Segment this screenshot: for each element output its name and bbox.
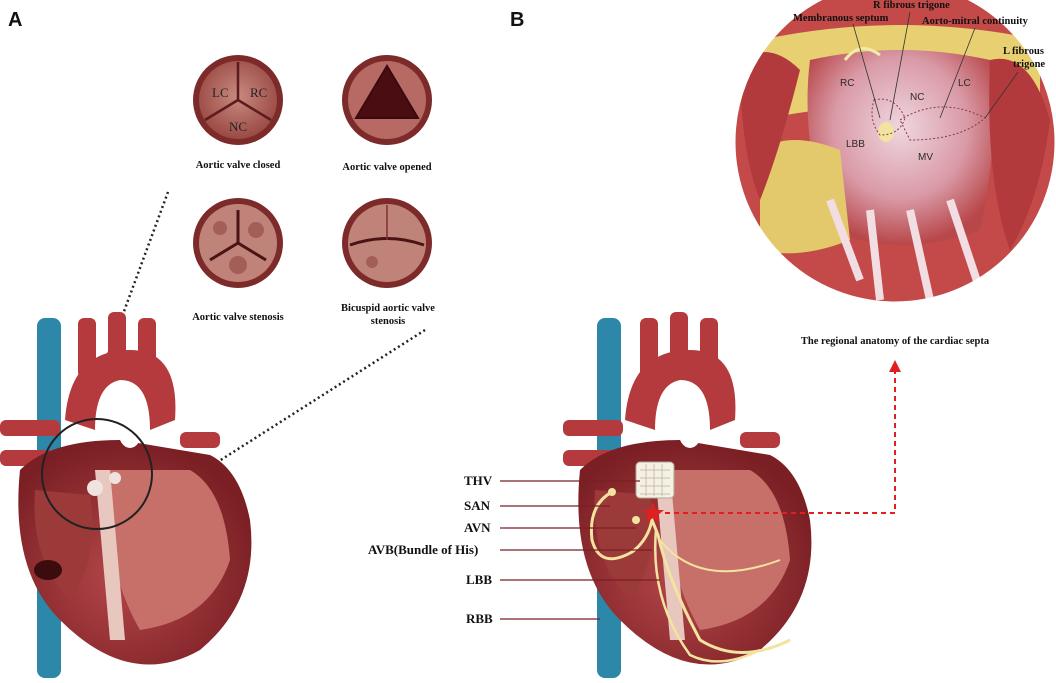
septa-anatomy-illustration: RC NC LC LBB MV — [735, 0, 1055, 302]
septa-caption: The regional anatomy of the cardiac sept… — [801, 336, 990, 347]
red-dashed-arrow — [665, 370, 896, 514]
caption-bicuspid-line2: stenosis — [371, 316, 405, 327]
region-nc: NC — [910, 92, 924, 103]
caption-valve-stenosis: Aortic valve stenosis — [192, 312, 284, 323]
label-l-fibrous-line1: L fibrous — [1003, 46, 1044, 57]
cusp-nc: NC — [229, 119, 247, 134]
region-lbb: LBB — [846, 139, 865, 150]
valve-stenosis-illustration — [193, 198, 283, 288]
heart-b-illustration — [563, 312, 812, 678]
panel-label-a: A — [8, 9, 22, 31]
label-san: SAN — [464, 498, 491, 513]
valve-bicuspid-illustration — [342, 198, 432, 288]
valve-opened-illustration — [342, 55, 432, 145]
zoom-circle — [41, 418, 153, 530]
arrow-head — [889, 360, 901, 372]
caption-valve-closed: Aortic valve closed — [196, 160, 281, 171]
label-lbb: LBB — [466, 572, 492, 587]
label-l-fibrous-line2: trigone — [1013, 59, 1045, 70]
cusp-rc: RC — [250, 85, 267, 100]
septa-circle-border — [734, 0, 1056, 303]
caption-valve-opened: Aortic valve opened — [342, 162, 431, 173]
label-rbb: RBB — [466, 611, 493, 626]
valve-closed-illustration: LC RC NC — [193, 55, 283, 145]
region-rc: RC — [840, 78, 854, 89]
panel-label-b: B — [510, 9, 524, 31]
label-membranous-septum: Membranous septum — [793, 13, 889, 24]
region-lc: LC — [958, 78, 971, 89]
label-avn: AVN — [464, 520, 491, 535]
label-r-fibrous-trigone: R fibrous trigone — [873, 0, 950, 11]
caption-bicuspid-line1: Bicuspid aortic valve — [341, 303, 435, 314]
label-aorto-mitral: Aorto-mitral continuity — [922, 16, 1029, 27]
region-mv: MV — [918, 152, 933, 163]
conduction-labels: THV SAN AVN AVB(Bundle of His) LBB RBB — [368, 473, 660, 626]
label-thv: THV — [464, 473, 493, 488]
label-avb: AVB(Bundle of His) — [368, 542, 478, 557]
heart-a-illustration — [0, 312, 252, 678]
cusp-lc: LC — [212, 85, 229, 100]
star-marker — [642, 502, 664, 523]
